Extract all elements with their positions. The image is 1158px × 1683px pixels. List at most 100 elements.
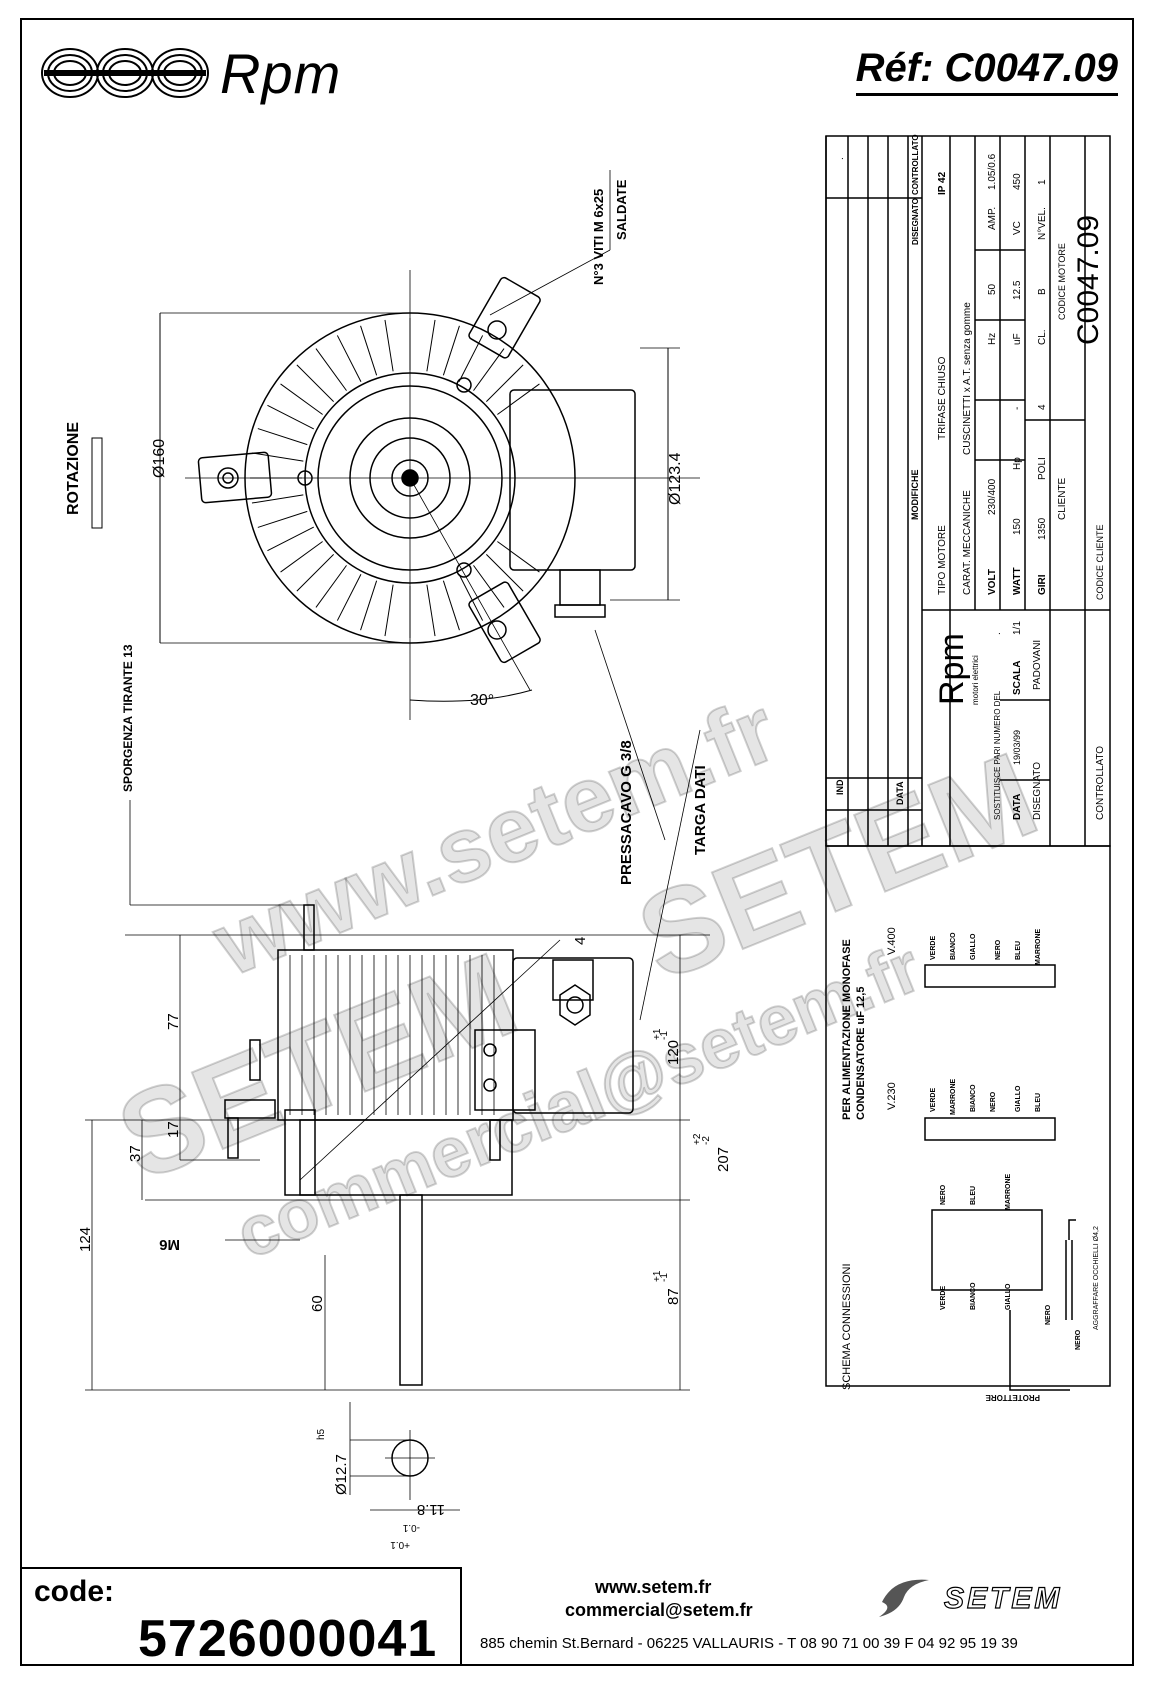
tb-col-data: DATA [895, 781, 905, 805]
dimension-124: 124 [77, 1227, 94, 1252]
dimension-160: Ø160 [151, 439, 168, 478]
dimension-87-tol-upper: +1 [652, 1270, 663, 1282]
dimension-120-tol-upper: +1 [652, 1028, 663, 1040]
nvel-value: 1 [1037, 179, 1048, 185]
dimension-120: 120 [665, 1040, 682, 1065]
dimension-207: 207 [715, 1147, 732, 1172]
rpm-coil-icon [41, 48, 209, 98]
controllato-label: CONTROLLATO [1095, 746, 1106, 820]
screws-note: SALDATE [614, 179, 629, 240]
wire-marrone-coil: MARRONE [1005, 1174, 1012, 1210]
poli-label: POLI [1037, 457, 1048, 480]
wire-giallo-coil: GIALLO [1005, 1283, 1012, 1310]
tb-brand-sub: motori elettrici [971, 655, 980, 705]
website-link[interactable]: www.setem.fr [595, 1577, 712, 1597]
code-value: 5726000041 [138, 1610, 438, 1668]
dimension-77: 77 [165, 1013, 182, 1030]
address: 885 chemin St.Bernard - 06225 VALLAURIS … [480, 1635, 1018, 1652]
disegnato-value: PADOVANI [1032, 640, 1043, 690]
watt-label: WATT [1012, 567, 1023, 595]
wiring-title: SCHEMA CONNESSIONI [841, 1263, 853, 1390]
setem-logo: SETEM [879, 1579, 1062, 1617]
wire-blu-coil: BLEU [970, 1186, 977, 1205]
wire-giallo-400: GIALLO [970, 933, 977, 960]
monofase-line-2: CONDENSATORE uF 12,5 [855, 987, 867, 1120]
scala-label: SCALA [1012, 661, 1023, 695]
dimension-87: 87 [665, 1288, 682, 1305]
code-box: code: 5726000041 [20, 1567, 462, 1668]
nvel-label: N°VEL. [1037, 207, 1048, 240]
amp-label: AMP. [987, 207, 998, 230]
dimension-207-tol-upper: +2 [692, 1133, 703, 1145]
dimension-123: Ø123.4 [667, 452, 684, 505]
vc-value: 450 [1012, 173, 1023, 190]
protection-rating: IP 42 [937, 171, 948, 195]
wire-nero-230: NERO [990, 1091, 997, 1112]
drawing-frame [20, 18, 1134, 1666]
shaft-flat-tol-upper: +0.1 [390, 1539, 410, 1550]
dimension-87-tol-lower: -1 [659, 1273, 670, 1282]
wire-bianco-400: BIANCO [950, 932, 957, 960]
hp-value: - [1012, 407, 1023, 410]
dimension-4: 4 [572, 937, 589, 945]
data-plate-label: TARGA DATI [692, 765, 709, 855]
protettore-label: PROTETTORE [985, 1393, 1040, 1402]
contact-block: www.setem.fr commercial@setem.fr 885 che… [470, 1567, 1130, 1666]
cl-label: CL. [1037, 329, 1048, 345]
cliente-label: CLIENTE [1057, 477, 1068, 520]
wire-verde-230: VERDE [930, 1088, 937, 1112]
cl-value: B [1037, 288, 1048, 295]
data-value: 19/03/99 [1012, 730, 1022, 765]
thread-label: M6 [159, 1236, 180, 1253]
v400-label: V.400 [886, 927, 898, 955]
wiring-diagram [825, 845, 1111, 1391]
wire-marrone-230: MARRONE [950, 1079, 957, 1115]
setem-logo-text: SETEM [944, 1582, 1062, 1615]
wire-verde-coil: VERDE [940, 1286, 947, 1310]
cable-gland-label: PRESSACAVO G 3/8 [618, 740, 635, 885]
uf-value: 12.5 [1012, 280, 1023, 300]
sostituisce-label: SOSTITUISCE PARI NUMERO DEL [993, 690, 1002, 820]
reference-number: Réf: C0047.09 [855, 46, 1118, 96]
giri-value: 1350 [1037, 517, 1048, 540]
wire-marrone-400: MARRONE [1035, 929, 1042, 965]
wire-nero-coil: NERO [940, 1184, 947, 1205]
sostituisce-value: . [992, 632, 1003, 635]
tb-dot-1: . [835, 157, 846, 160]
data-label: DATA [1012, 794, 1023, 820]
setem-swoosh-icon [879, 1579, 929, 1617]
tb-col-disegnato: DISEGNATO [911, 198, 920, 245]
dimension-60: 60 [309, 1295, 326, 1312]
shaft-flat-tol-lower: -0.1 [402, 1522, 420, 1533]
shaft-fit: h5 [316, 1428, 327, 1440]
dimension-207-tol-lower: -2 [701, 1136, 712, 1145]
wire-bianco-230: BIANCO [970, 1084, 977, 1112]
screws-label: N°3 VITI M 6x25 [591, 189, 606, 285]
volt-value: 230/400 [987, 478, 998, 515]
codice-cliente-label: CODICE CLIENTE [1095, 524, 1105, 600]
hz-value: 50 [987, 283, 998, 295]
carat-label: CARAT. MECCANICHE [962, 490, 973, 595]
dimension-17: 17 [165, 1121, 182, 1138]
wire-bianco-coil: BIANCO [970, 1282, 977, 1310]
disegnato-label: DISEGNATO [1032, 762, 1043, 820]
volt-label: VOLT [987, 569, 998, 595]
codice-motore-label: CODICE MOTORE [1057, 243, 1067, 320]
tb-brand: Rpm [933, 633, 971, 705]
scala-value: 1/1 [1012, 621, 1023, 635]
tie-rod-label: SPORGENZA TIRANTE 13 [121, 644, 135, 792]
carat-value: CUSCINETTI x A.T. senza gomme [962, 302, 973, 455]
wire-blu-400: BLEU [1015, 941, 1022, 960]
watt-value: 150 [1012, 518, 1023, 535]
tipo-motore-label: TIPO MOTORE [937, 525, 948, 595]
tb-col-controllato: CONTROLLATO [911, 134, 920, 195]
vc-label: VC [1012, 221, 1023, 235]
wire-blu-230: BLEU [1035, 1093, 1042, 1112]
hp-label: Hp [1012, 457, 1023, 470]
v230-label: V.230 [886, 1082, 898, 1110]
dimension-37: 37 [127, 1145, 144, 1162]
front-view [159, 170, 700, 841]
codice-motore: C0047.09 [1072, 215, 1105, 345]
uf-label: uF [1012, 333, 1023, 345]
email-link[interactable]: commercial@setem.fr [565, 1600, 753, 1620]
